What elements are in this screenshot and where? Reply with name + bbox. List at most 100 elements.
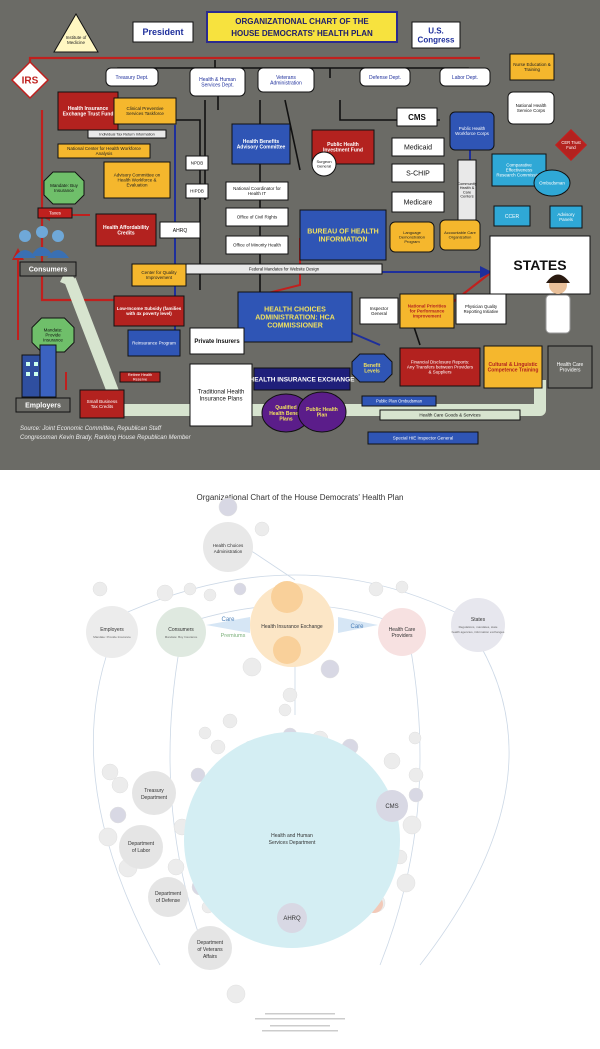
tax-info-box: Individual Tax Return Information — [87, 129, 167, 139]
defense-bubble — [148, 877, 188, 917]
hcp-label-2: Providers — [391, 633, 413, 639]
ahrq-label: AHRQ — [283, 916, 301, 922]
congress-box: U.S.Congress — [411, 21, 461, 49]
private-label: Private Insurers — [194, 339, 240, 345]
labor-box: Labor Dept. — [439, 67, 491, 87]
labor-label-2: of Labor — [132, 848, 151, 854]
bottom-connectors — [92, 549, 510, 966]
care-right-label: Care — [350, 624, 364, 630]
states-bubble — [451, 598, 505, 652]
small-node-bubble — [395, 580, 409, 594]
hca-label: Health Choices — [213, 543, 244, 548]
president-box: President — [132, 21, 194, 43]
fin-disc-box: Financial Disclosure Reports:Any Transfe… — [399, 347, 481, 387]
small-node-bubble — [98, 827, 118, 847]
ahrq-box: AHRQ — [159, 221, 201, 239]
treasury-label-2: Department — [141, 795, 168, 801]
civil-rights-label: Office of Civil Rights — [237, 215, 278, 220]
consumers-label: Consumers — [168, 627, 194, 633]
reinsurance-box: Reinsurance Program — [127, 329, 181, 357]
small-node-bubble — [183, 582, 197, 596]
va-label-3: Affairs — [203, 954, 218, 960]
care-right-arrow — [338, 617, 378, 633]
labor-bubble — [119, 825, 163, 869]
hhs-label-2: Services Department — [269, 840, 316, 846]
hhs-bubble — [184, 732, 400, 948]
npdb-box: NPDB — [185, 155, 209, 171]
top-title-line1: ORGANIZATIONAL CHART OF THE — [235, 17, 369, 26]
hie-bubble-inner-bottom — [273, 636, 301, 664]
hie-label: HEALTH INSURANCE EXCHANGE — [250, 376, 356, 383]
defense-label: Department — [155, 891, 182, 897]
small-node-bubble — [242, 657, 262, 677]
tax-info-label: Individual Tax Return Information — [99, 132, 154, 136]
goods-label: Health Care Goods & Services — [419, 413, 481, 418]
medicare-label: Medicare — [404, 199, 433, 206]
hipdb-label: HIPDB — [190, 189, 204, 194]
hie-label: Health Insurance Exchange — [261, 624, 323, 630]
hca-bubble — [203, 522, 253, 572]
small-node-bubble — [222, 713, 238, 729]
spec-ig-label: Special HIE Inspector General — [393, 436, 454, 441]
small-node-bubble — [167, 858, 185, 876]
minority-box: Office of Minority Health — [225, 235, 289, 255]
small-node-bubble — [101, 763, 119, 781]
premiums-label: Premiums — [221, 633, 246, 639]
small-node-bubble — [383, 752, 401, 770]
ombuds-label: Ombudsman — [539, 181, 565, 186]
small-node-bubble — [278, 703, 292, 717]
top-org-chart: ORGANIZATIONAL CHART OF THE HOUSE DEMOCR… — [0, 0, 600, 470]
employers-label: Employers — [100, 627, 124, 633]
defense-label-2: of Defense — [156, 898, 180, 904]
states-sublabel-2: health agencies, information exchanges — [452, 630, 505, 634]
top-title-line2: HOUSE DEMOCRATS' HEALTH PLAN — [231, 29, 373, 38]
taxes-label: Taxes — [49, 211, 62, 216]
employers-bubble — [86, 606, 138, 658]
hipdb-box: HIPDB — [185, 183, 209, 199]
small-node-bubble — [92, 581, 108, 597]
labor-label: Labor Dept. — [452, 75, 478, 81]
fed-mandates-box: Federal Mandates for Website Design — [185, 263, 383, 275]
va-label: Department — [197, 940, 224, 946]
goods-box: Health Care Goods & Services — [379, 409, 521, 421]
employers-label: Employers — [25, 402, 61, 409]
fed-mandates-label: Federal Mandates for Website Design — [249, 266, 320, 271]
states-label: States — [471, 617, 486, 623]
ahrq-bubble — [277, 903, 307, 933]
medicaid-label: Medicaid — [404, 144, 432, 151]
small-node-bubble — [218, 497, 238, 517]
small-node-bubble — [111, 776, 129, 794]
